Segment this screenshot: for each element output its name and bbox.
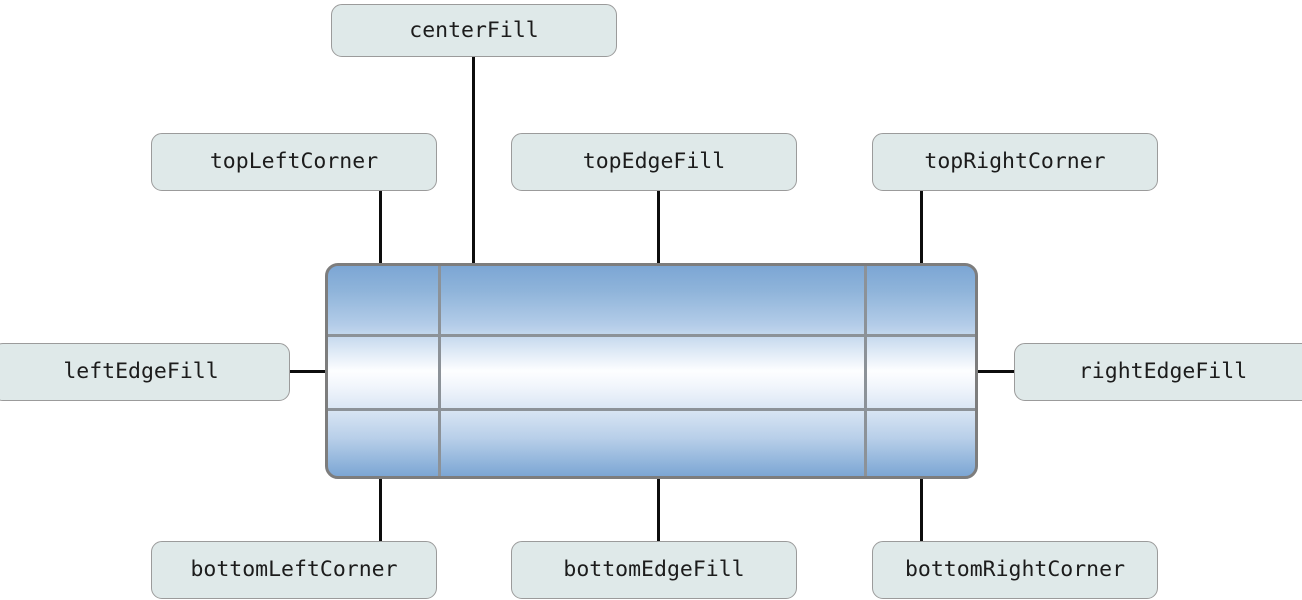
slice-divider-horizontal-bottom xyxy=(328,408,975,411)
callout-label-topleftcorner: topLeftCorner xyxy=(209,149,379,175)
callout-topleftcorner: topLeftCorner xyxy=(151,133,437,191)
callout-label-topedgefill: topEdgeFill xyxy=(582,149,726,175)
slice-divider-horizontal-top xyxy=(328,334,975,337)
callout-label-centerfill: centerFill xyxy=(409,17,539,43)
connector-line-bottomleftcorner xyxy=(379,456,382,542)
callout-label-bottomleftcorner: bottomLeftCorner xyxy=(190,557,398,583)
callout-toprightcorner: topRightCorner xyxy=(872,133,1158,191)
callout-rightedgefill: rightEdgeFill xyxy=(1014,343,1302,401)
nine-part-slice-artwork xyxy=(325,263,978,479)
callout-bottomedgefill: bottomEdgeFill xyxy=(511,541,797,599)
callout-label-toprightcorner: topRightCorner xyxy=(924,149,1106,175)
callout-label-leftedgefill: leftEdgeFill xyxy=(63,359,219,385)
callout-label-bottomrightcorner: bottomRightCorner xyxy=(904,557,1126,583)
callout-bottomleftcorner: bottomLeftCorner xyxy=(151,541,437,599)
callout-bottomrightcorner: bottomRightCorner xyxy=(872,541,1158,599)
callout-topedgefill: topEdgeFill xyxy=(511,133,797,191)
connector-line-toprightcorner xyxy=(920,191,923,287)
callout-centerfill: centerFill xyxy=(331,4,617,57)
slice-divider-vertical-left xyxy=(438,266,441,476)
connector-line-centerfill xyxy=(472,56,475,361)
slice-divider-vertical-right xyxy=(864,266,867,476)
connector-line-topedgefill xyxy=(657,191,660,287)
connector-line-bottomedgefill xyxy=(657,456,660,542)
callout-leftedgefill: leftEdgeFill xyxy=(0,343,290,401)
callout-label-rightedgefill: rightEdgeFill xyxy=(1078,359,1248,385)
connector-line-topleftcorner xyxy=(379,191,382,287)
callout-label-bottomedgefill: bottomEdgeFill xyxy=(563,557,745,583)
connector-line-bottomrightcorner xyxy=(920,456,923,542)
connector-line-leftedgefill xyxy=(289,370,347,373)
connector-line-rightedgefill xyxy=(957,370,1015,373)
